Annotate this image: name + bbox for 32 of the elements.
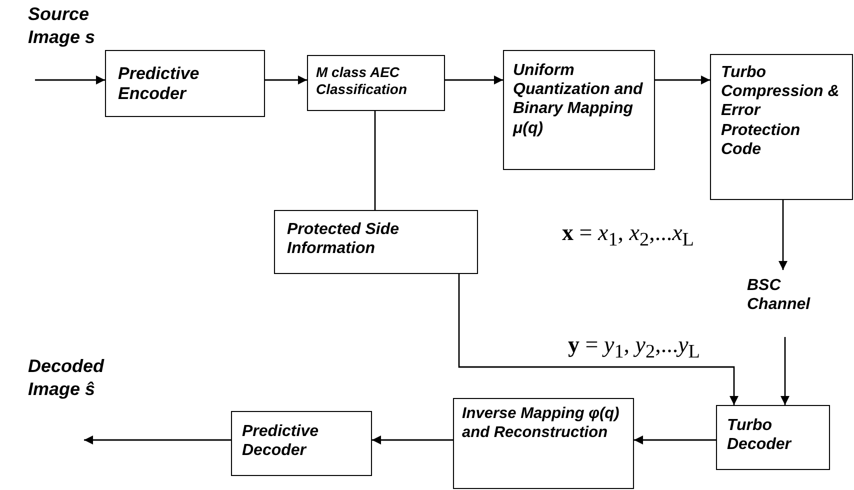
arrow — [780, 337, 790, 405]
arrow — [35, 76, 105, 84]
sequence-formula: x = x$_{1}$, x$_{2}$,...x$_{L}$ — [562, 219, 694, 253]
process-box — [503, 50, 655, 170]
process-box — [710, 54, 853, 200]
process-box — [716, 405, 830, 470]
box-label: Predictive Decoder — [242, 422, 320, 460]
sequence-formula: y = y$_{1}$, y$_{2}$,...y$_{L}$ — [568, 331, 700, 365]
arrow — [655, 76, 710, 84]
process-box — [105, 50, 265, 117]
arrow — [458, 274, 738, 405]
process-box — [231, 411, 372, 476]
process-box — [274, 210, 478, 274]
box-label: Predictive Encoder — [118, 64, 200, 105]
io-label: Source Image s — [28, 3, 96, 50]
channel-label: BSC Channel — [747, 276, 812, 314]
process-box — [307, 55, 445, 111]
box-label: M class AEC Classification — [316, 64, 408, 98]
arrow — [778, 200, 788, 270]
process-box — [453, 398, 634, 489]
box-label: Turbo Decoder — [727, 416, 793, 454]
connector-line — [374, 111, 376, 210]
box-label: Turbo Compression & Error Protection Code — [721, 63, 840, 159]
arrow — [372, 436, 453, 444]
arrow — [445, 76, 503, 84]
box-label: Inverse Mapping φ(q) and Reconstruction — [462, 405, 620, 442]
io-label: Decoded Image ŝ — [28, 355, 106, 402]
arrow — [634, 436, 716, 444]
box-label: Uniform Quantization and Binary Mapping μ(q) — [513, 61, 644, 138]
arrow — [265, 76, 307, 84]
box-label: Protected Side Information — [287, 220, 400, 258]
arrow — [84, 436, 231, 444]
